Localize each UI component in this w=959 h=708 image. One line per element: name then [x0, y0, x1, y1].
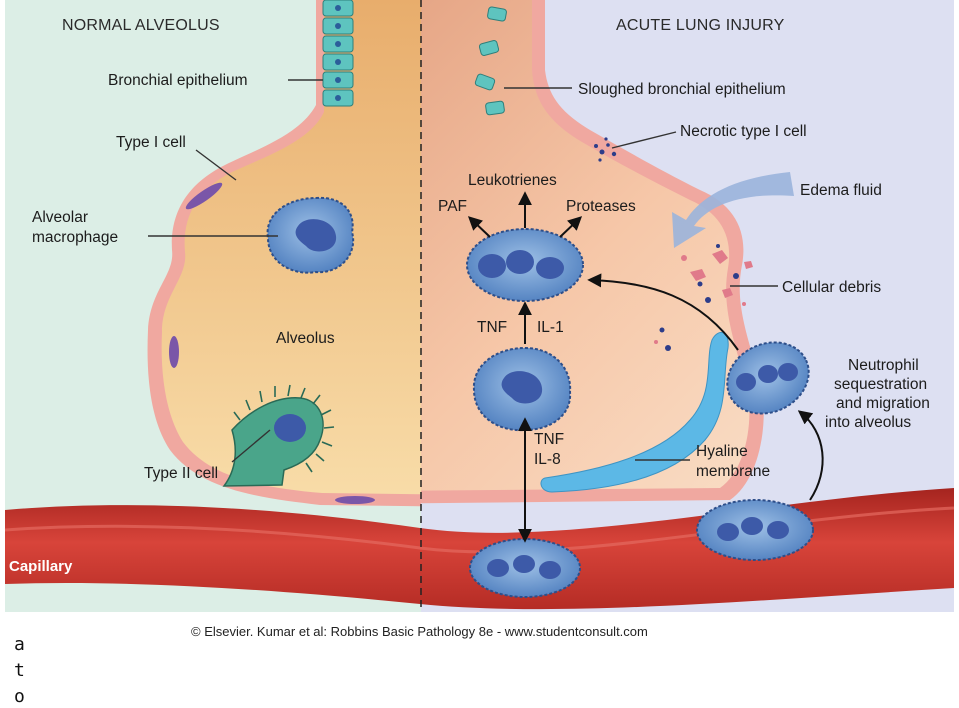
label-paf: PAF [438, 198, 467, 215]
label-hyaline-2: membrane [696, 463, 770, 480]
acute-lung-injury-header: ACUTE LUNG INJURY [616, 17, 785, 34]
label-type-i-cell: Type I cell [116, 134, 186, 151]
side-glyph-a: a [14, 634, 25, 655]
macrophage-middle [472, 346, 572, 432]
type-i-cell [169, 336, 179, 368]
label-bronchial-epithelium: Bronchial epithelium [108, 72, 248, 89]
label-alveolus: Alveolus [276, 330, 335, 347]
mediator-arrows [467, 191, 824, 543]
type-i-cell [335, 496, 375, 504]
copyright-credit: © Elsevier. Kumar et al: Robbins Basic P… [191, 624, 648, 639]
cellular-debris [654, 244, 753, 351]
label-neutrophil-2: sequestration [834, 376, 927, 393]
bronchial-epithelium-column [322, 0, 354, 107]
label-cellular-debris: Cellular debris [782, 279, 881, 296]
type-i-cell [185, 182, 223, 210]
label-il-8: IL-8 [534, 451, 561, 468]
necrotic-type-i-cell [594, 137, 617, 162]
label-leukotrienes: Leukotrienes [468, 172, 557, 189]
label-tnf-lower: TNF [534, 431, 564, 448]
label-necrotic-type-i: Necrotic type I cell [680, 123, 807, 140]
hyaline-membrane [540, 332, 729, 493]
label-pointer-lines [148, 79, 778, 463]
side-glyph-t: t [14, 660, 25, 681]
activated-macrophage-upper [466, 228, 584, 302]
label-sloughed-epithelium: Sloughed bronchial epithelium [578, 81, 786, 98]
label-edema-fluid: Edema fluid [800, 182, 882, 199]
type-ii-cell [222, 384, 335, 487]
label-neutrophil-4: into alveolus [825, 414, 911, 431]
label-capillary: Capillary [9, 558, 73, 575]
label-type-ii-cell: Type II cell [144, 465, 218, 482]
sloughed-epithelium-cells [474, 6, 507, 116]
label-proteases: Proteases [566, 198, 636, 215]
label-alveolar-macrophage-2: macrophage [32, 229, 118, 246]
edema-fluid-arrow [672, 172, 794, 248]
label-neutrophil-1: Neutrophil [848, 357, 919, 374]
neutrophil-in-capillary-center [469, 538, 581, 598]
normal-alveolus-header: NORMAL ALVEOLUS [62, 17, 220, 34]
neutrophil-in-capillary-right [696, 499, 814, 561]
label-tnf-upper: TNF [477, 319, 507, 336]
side-glyph-o: o [14, 686, 25, 707]
neutrophil-migrating [726, 341, 810, 415]
label-neutrophil-3: and migration [836, 395, 930, 412]
label-hyaline-1: Hyaline [696, 443, 748, 460]
label-alveolar-macrophage-1: Alveolar [32, 209, 88, 226]
label-il-1: IL-1 [537, 319, 564, 336]
alveolar-macrophage [266, 196, 355, 274]
